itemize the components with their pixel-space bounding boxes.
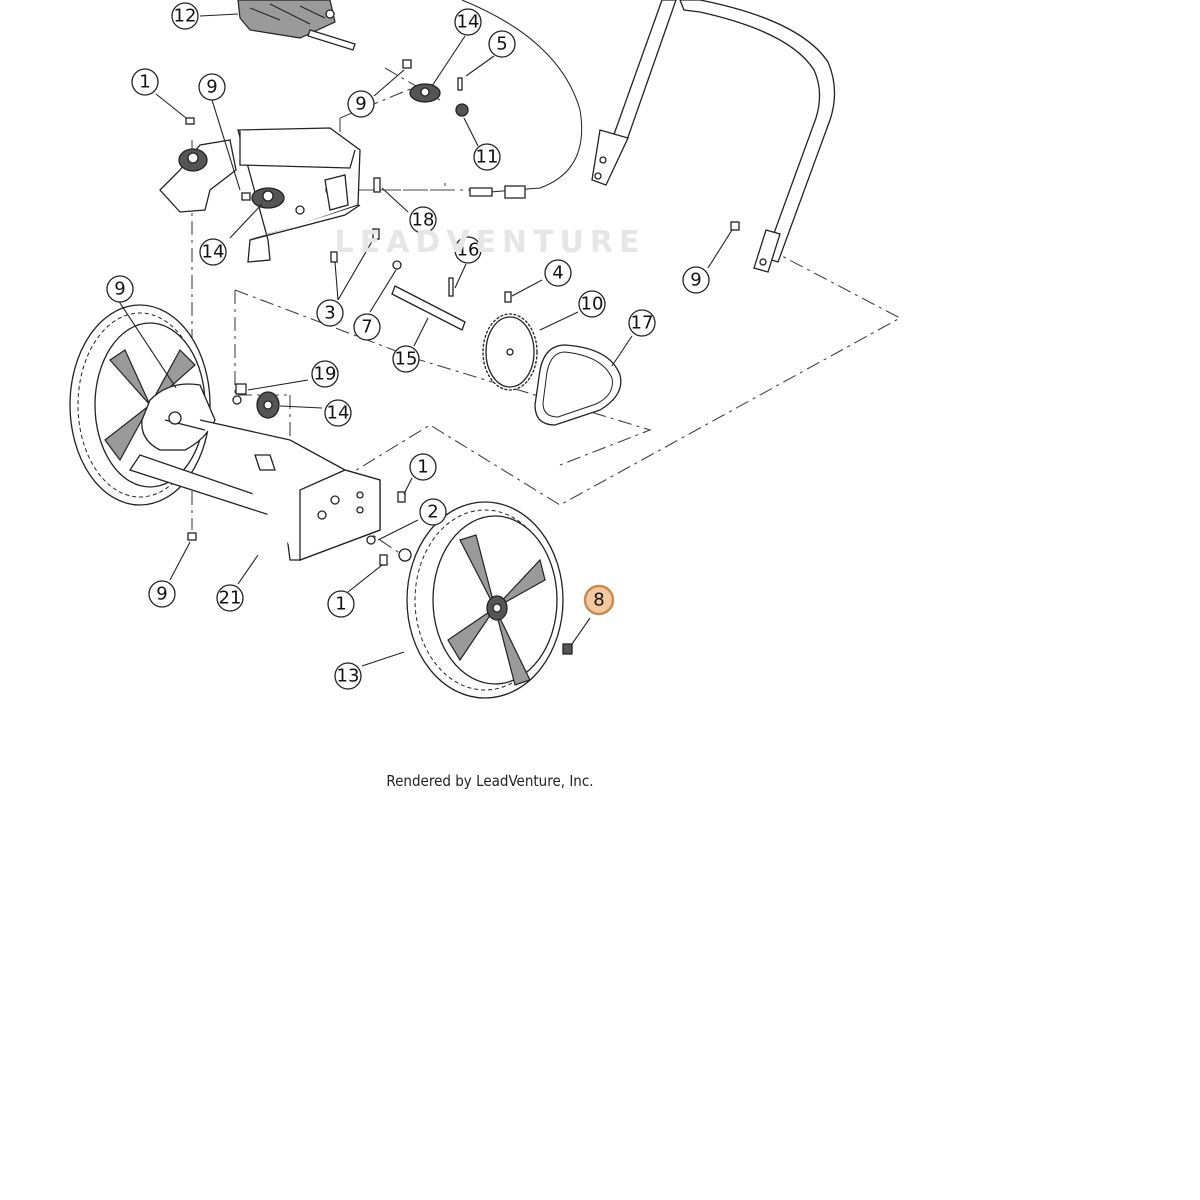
callout-13[interactable]: 13: [334, 662, 362, 690]
callout-label: 8: [593, 590, 604, 611]
callout-label: 4: [552, 263, 563, 284]
sprocket-part: [482, 313, 538, 391]
callout-19[interactable]: 19: [311, 360, 339, 388]
render-credit: Rendered by LeadVenture, Inc.: [386, 772, 594, 790]
callout-label: 11: [476, 147, 499, 168]
left-chain-part: [141, 383, 216, 451]
leader-lines: [117, 13, 733, 667]
callout-2[interactable]: 2: [419, 498, 447, 526]
callout-label: 17: [631, 313, 654, 334]
callout-9[interactable]: 9: [148, 580, 176, 608]
callout-label: 21: [219, 588, 242, 609]
callout-9[interactable]: 9: [682, 266, 710, 294]
callout-1[interactable]: 1: [327, 590, 355, 618]
callout-label: 19: [314, 364, 337, 385]
callout-label: 9: [206, 77, 217, 98]
callout-label: 1: [139, 72, 150, 93]
callout-4[interactable]: 4: [544, 259, 572, 287]
lower-hardware: [187, 383, 573, 655]
callout-18[interactable]: 18: [409, 206, 437, 234]
callout-11[interactable]: 11: [473, 143, 501, 171]
callout-label: 7: [361, 317, 372, 338]
callout-label: 14: [457, 12, 480, 33]
front-wheel-part: [406, 501, 564, 699]
callout-label: 9: [114, 279, 125, 300]
callout-label: 1: [335, 594, 346, 615]
callout-label: 9: [355, 94, 366, 115]
callout-label: 9: [690, 270, 701, 291]
callout-label: 13: [337, 666, 360, 687]
watermark-text: LEADVENTURE: [334, 225, 646, 260]
callout-9[interactable]: 9: [347, 90, 375, 118]
chain-part: [534, 344, 622, 426]
axle-part: [391, 285, 466, 331]
callout-17[interactable]: 17: [628, 309, 656, 337]
callout-14[interactable]: 14: [324, 399, 352, 427]
callout-label: 2: [427, 502, 438, 523]
lower-frame-part: [128, 419, 381, 561]
cable-part: [461, 0, 583, 199]
transmission-part: [237, 0, 356, 51]
upper-bracket-part: [159, 127, 361, 263]
callout-14[interactable]: 14: [199, 238, 227, 266]
callout-1[interactable]: 1: [409, 453, 437, 481]
callout-label: 9: [156, 584, 167, 605]
callout-14[interactable]: 14: [454, 8, 482, 36]
callout-label: 14: [202, 242, 225, 263]
callout-label: 3: [324, 303, 335, 324]
callout-15[interactable]: 15: [392, 345, 420, 373]
callout-16[interactable]: 16: [454, 236, 482, 264]
callout-8-selected[interactable]: 8: [583, 584, 615, 616]
callout-label: 18: [412, 210, 435, 231]
callout-label: 14: [327, 403, 350, 424]
callout-label: 16: [457, 240, 480, 261]
callout-label: 12: [174, 6, 197, 27]
handle-part: [591, 0, 836, 273]
callout-label: 10: [581, 294, 604, 315]
callout-7[interactable]: 7: [353, 313, 381, 341]
callout-9[interactable]: 9: [106, 275, 134, 303]
callout-21[interactable]: 21: [216, 584, 244, 612]
callout-12[interactable]: 12: [171, 2, 199, 30]
callout-9[interactable]: 9: [198, 73, 226, 101]
callout-label: 15: [395, 349, 418, 370]
callout-10[interactable]: 10: [578, 290, 606, 318]
callout-5[interactable]: 5: [488, 30, 516, 58]
upper-hardware: [185, 59, 740, 303]
callout-3[interactable]: 3: [316, 299, 344, 327]
callout-label: 1: [417, 457, 428, 478]
callout-1[interactable]: 1: [131, 68, 159, 96]
callout-label: 5: [496, 34, 507, 55]
